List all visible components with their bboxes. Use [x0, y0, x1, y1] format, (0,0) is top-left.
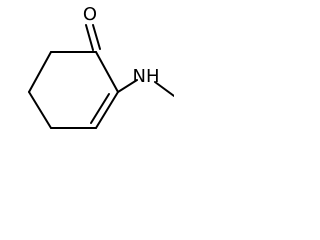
bond-c2-c3 [95, 91, 119, 129]
bond-c5-c6 [28, 51, 52, 93]
bond-c2-n [117, 79, 138, 93]
bond-c1-c2 [95, 51, 119, 93]
carbonyl-bond-outer [85, 24, 94, 51]
molecule-canvas: O NH [0, 0, 174, 141]
bond-n-methyl [154, 81, 174, 97]
molecule-structure-diagram: O NH [28, 4, 174, 129]
bond-c2-c3-inner [90, 93, 110, 124]
nh-label: NH [133, 66, 160, 87]
carbonyl-bond-inner [92, 24, 101, 50]
bond-c4-c5 [28, 91, 52, 129]
oxygen-label: O [83, 4, 97, 25]
